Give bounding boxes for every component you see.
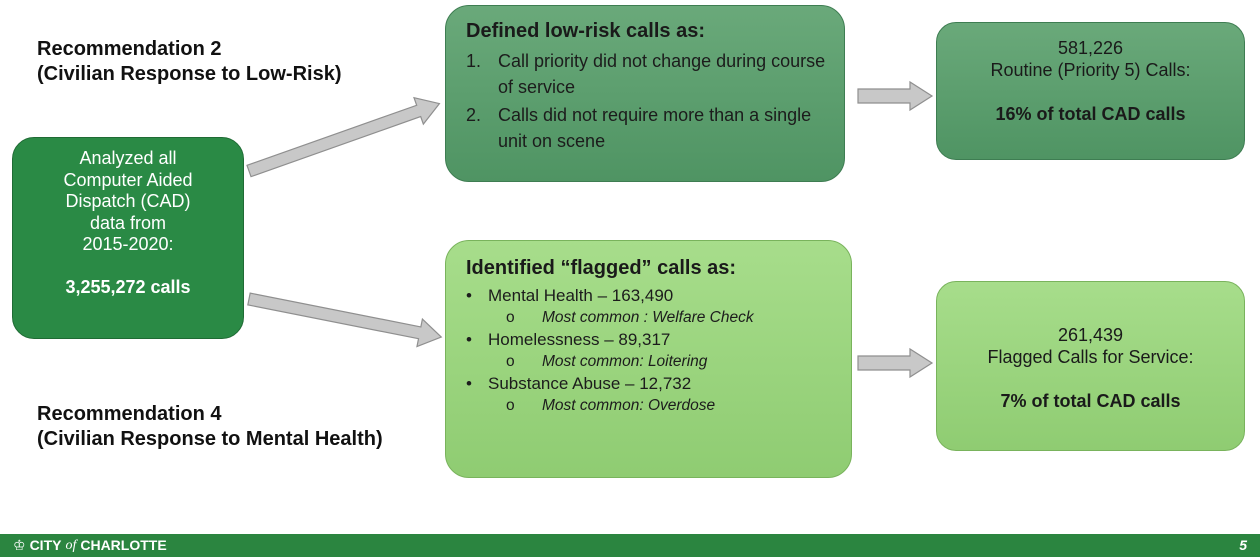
flagged-categories-list: • Mental Health – 163,490 o Most common : …	[466, 285, 837, 417]
flagged-calls-share: 7% of total CAD calls	[1000, 391, 1181, 411]
category-line: • Mental Health – 163,490	[466, 285, 837, 307]
recommendation-4-title: Recommendation 4	[37, 403, 222, 425]
category-line: • Substance Abuse – 12,732	[466, 373, 837, 395]
arrow-flagged-to-result	[857, 347, 934, 379]
list-item-text: Call priority did not change during cour…	[498, 51, 826, 97]
page-number: 5	[1239, 537, 1247, 553]
list-item-number: 1.	[466, 51, 482, 71]
category-text: Mental Health – 163,490	[488, 286, 674, 305]
list-item-number: 2.	[466, 105, 482, 125]
category-text: Homelessness – 89,317	[488, 330, 671, 349]
brand-charlotte: CHARLOTTE	[80, 537, 167, 553]
most-common-line: o Most common : Welfare Check	[466, 307, 837, 329]
source-line: Dispatch (CAD)	[65, 191, 191, 211]
arrow-source-to-low-risk	[246, 96, 441, 178]
source-line: data from	[89, 212, 167, 233]
flagged-heading: Identified “flagged” calls as:	[466, 257, 737, 279]
source-data-box: Analyzed all Computer Aided Dispatch (CA…	[12, 137, 244, 339]
recommendation-2-label: Recommendation 2 (Civilian Response to L…	[37, 37, 341, 87]
source-line: 2015-2020:	[82, 234, 174, 254]
sub-bullet-icon: o	[506, 309, 515, 326]
recommendation-4-subtitle: (Civilian Response to Mental Health)	[37, 428, 383, 450]
sub-bullet-icon: o	[506, 397, 515, 414]
most-common-text: Most common : Welfare Check	[542, 309, 754, 326]
recommendation-4-label: Recommendation 4 (Civilian Response to M…	[37, 402, 383, 452]
crown-icon: ♔	[13, 537, 26, 553]
source-line: Computer Aided	[63, 169, 193, 190]
list-item: 2. Calls did not require more than a sin…	[466, 102, 830, 154]
most-common-text: Most common: Overdose	[542, 397, 716, 414]
bullet-icon: •	[466, 330, 472, 349]
routine-calls-count: 581,226	[1057, 38, 1124, 58]
flagged-calls-count: 261,439	[1057, 325, 1124, 345]
arrow-source-to-flagged	[247, 292, 443, 348]
arrow-low-risk-to-routine	[857, 80, 934, 112]
flagged-definition-box: Identified “flagged” calls as: • Mental H…	[445, 240, 852, 478]
low-risk-heading: Defined low-risk calls as:	[466, 20, 705, 42]
brand-city: CITY	[29, 537, 62, 553]
list-item: • Substance Abuse – 12,732 o Most common: …	[466, 373, 837, 417]
flagged-calls-result-box: 261,439 Flagged Calls for Service: 7% of…	[936, 281, 1245, 451]
routine-calls-share: 16% of total CAD calls	[995, 104, 1186, 124]
brand-of: of	[65, 538, 77, 553]
most-common-line: o Most common: Loitering	[466, 351, 837, 373]
category-text: Substance Abuse – 12,732	[488, 374, 692, 393]
list-item: • Homelessness – 89,317 o Most common: Loi…	[466, 329, 837, 373]
recommendation-2-title: Recommendation 2	[37, 38, 222, 60]
most-common-line: o Most common: Overdose	[466, 395, 837, 417]
source-total-calls: 3,255,272 calls	[65, 276, 191, 297]
low-risk-criteria-list: 1. Call priority did not change during c…	[466, 48, 830, 154]
low-risk-definition-box: Defined low-risk calls as: 1. Call prior…	[445, 5, 845, 182]
flagged-calls-label: Flagged Calls for Service:	[987, 347, 1194, 367]
category-line: • Homelessness – 89,317	[466, 329, 837, 351]
list-item: • Mental Health – 163,490 o Most common : …	[466, 285, 837, 329]
bullet-icon: •	[466, 374, 472, 393]
routine-calls-label: Routine (Priority 5) Calls:	[990, 60, 1191, 80]
routine-calls-result-box: 581,226 Routine (Priority 5) Calls: 16% …	[936, 22, 1245, 160]
bullet-icon: •	[466, 286, 472, 305]
sub-bullet-icon: o	[506, 353, 515, 370]
recommendation-2-subtitle: (Civilian Response to Low-Risk)	[37, 63, 342, 85]
list-item-text: Calls did not require more than a single…	[498, 105, 812, 151]
most-common-text: Most common: Loitering	[542, 353, 708, 370]
source-line: Analyzed all	[79, 148, 177, 168]
city-of-charlotte-logo: ♔ CITY of CHARLOTTE	[13, 536, 167, 555]
footer-bar: ♔ CITY of CHARLOTTE 5	[0, 534, 1260, 557]
list-item: 1. Call priority did not change during c…	[466, 48, 830, 100]
